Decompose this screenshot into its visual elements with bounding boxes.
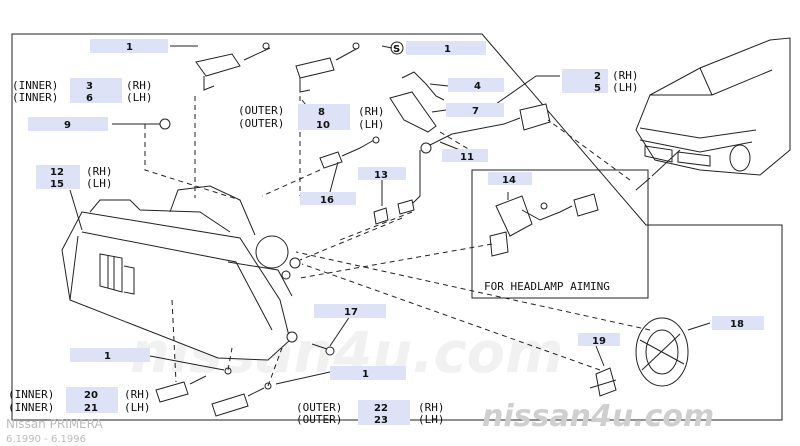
callout-10-outer[interactable]: (OUTER) 10 (LH)	[238, 117, 385, 131]
svg-text:6: 6	[86, 93, 93, 104]
svg-text:(LH): (LH)	[418, 413, 445, 426]
model-period: 6.1990 - 6.1996	[6, 434, 86, 445]
svg-text:19: 19	[592, 336, 606, 347]
svg-text:12: 12	[50, 167, 64, 178]
lamp-cap	[389, 91, 437, 133]
svg-text:(LH): (LH)	[126, 91, 153, 104]
svg-text:21: 21	[84, 403, 98, 414]
callout-13[interactable]: 13	[358, 167, 406, 181]
svg-text:(LH): (LH)	[86, 177, 113, 190]
svg-text:2: 2	[594, 71, 601, 82]
callout-7[interactable]: 7	[446, 103, 504, 117]
svg-text:(LH): (LH)	[612, 81, 639, 94]
dashed-leaders	[144, 96, 651, 387]
car-illustration	[635, 37, 791, 191]
callout-20-inner[interactable]: (INNER) 20 (RH)	[8, 387, 151, 401]
svg-text:22: 22	[374, 403, 388, 414]
svg-text:(OUTER): (OUTER)	[238, 104, 284, 117]
adjusting-screw	[311, 343, 335, 356]
callout-14[interactable]: 14	[488, 172, 532, 186]
svg-text:(INNER): (INNER)	[12, 91, 58, 104]
svg-text:(INNER): (INNER)	[8, 401, 54, 414]
callout-9[interactable]: 9	[28, 117, 108, 131]
svg-text:14: 14	[502, 175, 516, 186]
aiming-motor	[489, 193, 599, 257]
svg-text:13: 13	[374, 170, 388, 181]
callout-8-outer[interactable]: (OUTER) 8 (RH)	[238, 104, 385, 118]
svg-text:5: 5	[594, 83, 601, 94]
svg-text:1: 1	[444, 44, 451, 55]
callout-19[interactable]: 19	[578, 333, 620, 347]
s-symbol: S	[390, 41, 404, 55]
bulb-outer	[319, 136, 380, 169]
svg-text:(RH): (RH)	[612, 69, 639, 82]
svg-text:(RH): (RH)	[358, 105, 385, 118]
callout-6-inner[interactable]: (INNER) 6 (LH)	[12, 90, 153, 104]
svg-text:23: 23	[374, 415, 388, 426]
aiming-inset-box	[471, 169, 649, 299]
side-marker-harness	[397, 150, 421, 215]
lower-brackets	[155, 367, 272, 417]
callout-1-top-right[interactable]: 1	[406, 41, 486, 55]
callout-11[interactable]: 11	[442, 149, 488, 163]
svg-text:3: 3	[86, 81, 93, 92]
callout-1-lower-left[interactable]: 1	[70, 348, 150, 362]
svg-text:(RH): (RH)	[126, 79, 153, 92]
svg-text:8: 8	[318, 107, 325, 118]
grommet-9	[159, 118, 171, 130]
connector-housing	[420, 103, 551, 154]
callout-5-lh[interactable]: 5 (LH)	[562, 81, 639, 94]
rear-cover-18	[635, 317, 689, 387]
svg-text:(INNER): (INNER)	[12, 79, 58, 92]
svg-text:(OUTER): (OUTER)	[296, 401, 342, 414]
callout-15-lh[interactable]: 15 (LH)	[36, 177, 113, 190]
svg-text:4: 4	[474, 81, 481, 92]
callout-23-outer[interactable]: (OUTER) 23 (LH)	[296, 412, 445, 426]
svg-text:9: 9	[64, 120, 71, 131]
callout-22-outer[interactable]: (OUTER) 22 (RH)	[296, 400, 445, 414]
aiming-box-caption: FOR HEADLAMP AIMING	[484, 280, 610, 293]
svg-text:15: 15	[50, 179, 64, 190]
outer-border	[11, 33, 783, 421]
svg-text:(INNER): (INNER)	[8, 388, 54, 401]
callout-1-lower-mid[interactable]: 1	[330, 366, 406, 380]
callout-18[interactable]: 18	[712, 316, 764, 330]
svg-text:(OUTER): (OUTER)	[238, 117, 284, 130]
callout-21-inner[interactable]: (INNER) 21 (LH)	[8, 400, 151, 414]
svg-text:18: 18	[730, 319, 744, 330]
svg-text:(RH): (RH)	[418, 401, 445, 414]
svg-text:17: 17	[344, 307, 358, 318]
watermark-corner: nissan4u.com	[482, 399, 714, 434]
svg-text:11: 11	[460, 152, 474, 163]
model-name: Nissan PRIMERA	[6, 417, 103, 431]
callout-3-inner[interactable]: (INNER) 3 (RH)	[12, 78, 153, 92]
svg-text:(LH): (LH)	[358, 118, 385, 131]
callout-4[interactable]: 4	[448, 78, 504, 92]
headlamp-assembly	[61, 185, 301, 361]
svg-text:1: 1	[126, 42, 133, 53]
svg-text:16: 16	[320, 195, 334, 206]
side-bulb	[373, 207, 389, 225]
svg-text:S: S	[393, 44, 400, 55]
callout-17[interactable]: 17	[314, 304, 386, 318]
svg-text:7: 7	[472, 106, 479, 117]
callout-2-rh[interactable]: 2 (RH)	[562, 69, 639, 82]
svg-text:(OUTER): (OUTER)	[296, 413, 342, 426]
svg-text:(RH): (RH)	[124, 388, 151, 401]
svg-text:1: 1	[104, 351, 111, 362]
svg-text:(LH): (LH)	[124, 401, 151, 414]
callout-12-rh[interactable]: 12 (RH)	[36, 165, 113, 178]
bracket-top-left	[195, 42, 271, 91]
svg-text:(RH): (RH)	[86, 165, 113, 178]
retaining-spring	[401, 71, 445, 101]
svg-text:10: 10	[316, 120, 330, 131]
callout-1-top-left[interactable]: 1	[90, 39, 168, 53]
callout-16[interactable]: 16	[300, 192, 356, 206]
bulb-19	[589, 367, 617, 397]
svg-text:1: 1	[362, 369, 369, 380]
bracket-top-right	[295, 42, 360, 93]
svg-text:20: 20	[84, 390, 98, 401]
